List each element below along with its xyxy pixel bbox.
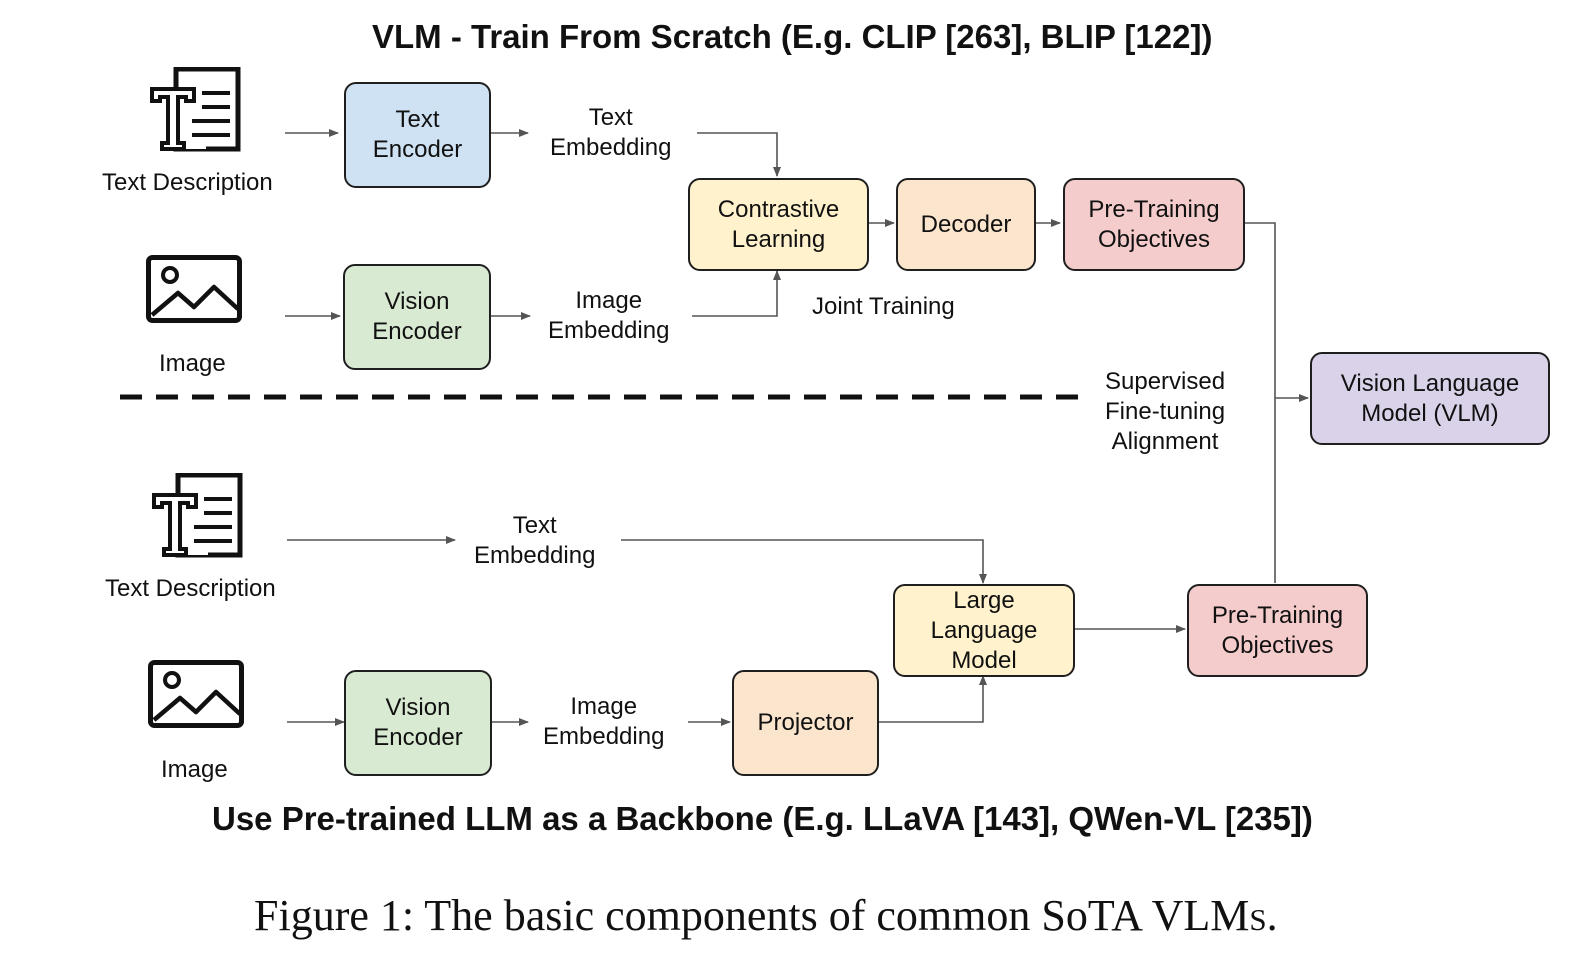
vlm-box: Vision Language Model (VLM) xyxy=(1310,352,1550,445)
llm-box: Large Language Model xyxy=(893,584,1075,677)
bottom-text-embedding-label: Text Embedding xyxy=(474,512,596,569)
alignment-label: Supervised Fine-tuning Alignment xyxy=(1105,368,1226,455)
text-encoder-box: Text Encoder xyxy=(344,82,491,188)
text-document-icon xyxy=(148,472,244,566)
bottom-image-embedding-label: Image Embedding xyxy=(543,693,665,750)
top-text-description-label: Text Description xyxy=(102,169,273,196)
figure-caption: Figure 1: The basic components of common… xyxy=(254,890,1278,941)
bottom-pretraining-objectives-box: Pre-Training Objectives xyxy=(1187,584,1368,677)
bottom-vision-encoder-box: Vision Encoder xyxy=(344,670,492,776)
projector-box: Projector xyxy=(732,670,879,776)
decoder-box: Decoder xyxy=(896,178,1036,271)
arrow-projector-to-llm xyxy=(877,675,987,723)
joint-training-label: Joint Training xyxy=(812,293,955,320)
arrow-bottom-text-embedding-to-llm xyxy=(621,539,987,584)
caption-text: Figure 1: The basic components of common… xyxy=(254,891,1152,940)
top-pretraining-objectives-box: Pre-Training Objectives xyxy=(1063,178,1245,271)
bottom-title: Use Pre-trained LLM as a Backbone (E.g. … xyxy=(212,800,1313,837)
image-icon xyxy=(146,255,242,328)
top-image-label: Image xyxy=(159,350,226,377)
line-top-pretraining-to-vlm xyxy=(1243,222,1276,583)
image-icon xyxy=(148,660,244,733)
caption-smallcaps: VLMs. xyxy=(1151,891,1278,940)
arrow-text-embedding-to-contrastive xyxy=(697,132,781,177)
top-title: VLM - Train From Scratch (E.g. CLIP [263… xyxy=(372,18,1213,55)
bottom-text-description-label: Text Description xyxy=(105,575,276,602)
contrastive-learning-box: Contrastive Learning xyxy=(688,178,869,271)
top-text-embedding-label: Text Embedding xyxy=(550,104,672,161)
bottom-image-label: Image xyxy=(161,756,228,783)
top-image-embedding-label: Image Embedding xyxy=(548,287,670,344)
arrow-image-embedding-to-contrastive xyxy=(692,270,781,317)
text-document-icon xyxy=(146,66,242,160)
vision-encoder-box: Vision Encoder xyxy=(343,264,491,370)
